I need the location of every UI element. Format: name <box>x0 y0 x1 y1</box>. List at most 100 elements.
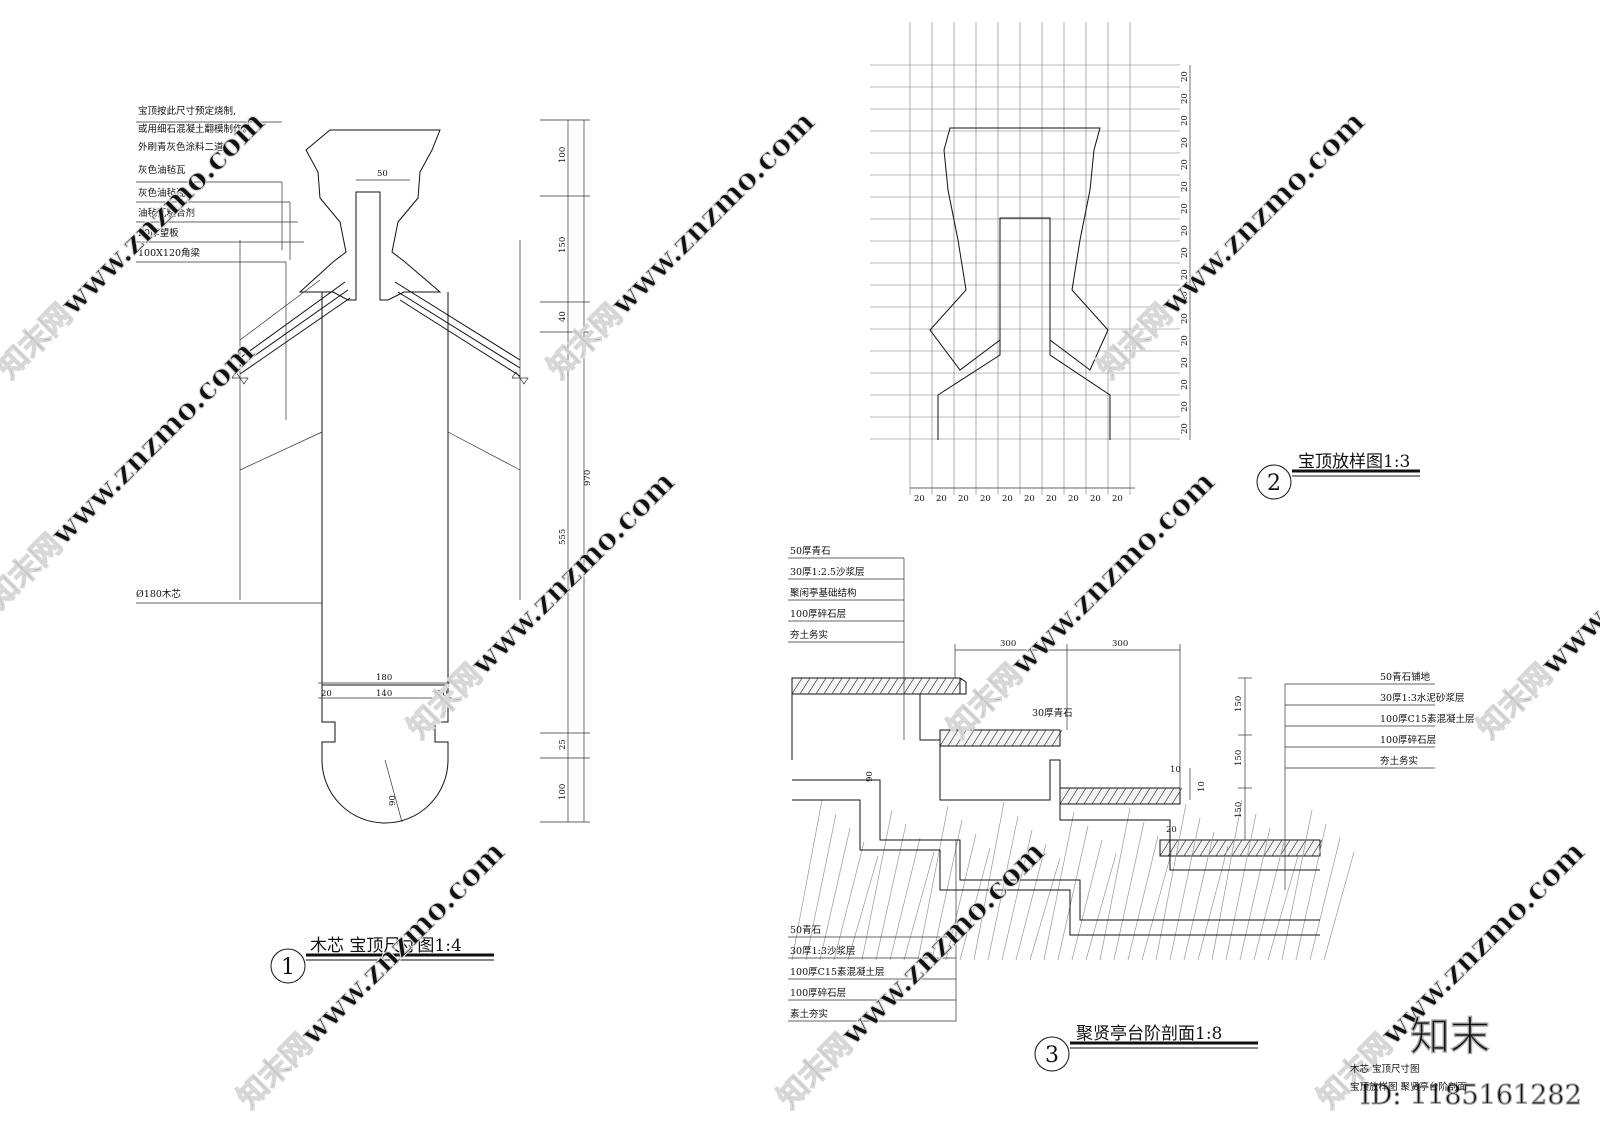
stone-hatch <box>1239 839 1251 857</box>
dim-v6: 100 <box>558 784 568 800</box>
watermark-text-3: 知末网www.znzmo.com <box>1091 104 1372 385</box>
detail-3-step-section: 300 300 150 150 150 10 10 20 90 30厚青石 <box>788 545 1475 1072</box>
soil-hatch <box>1127 835 1159 961</box>
soil-hatch <box>1141 849 1173 961</box>
note-section-right: 50青石铺地 <box>1380 671 1431 683</box>
stone-hatch <box>1231 839 1243 857</box>
note-section-bottom: 100厚碎石层 <box>790 987 846 999</box>
soil-hatch <box>805 813 837 961</box>
dim-10-a: 10 <box>1170 765 1181 775</box>
stone-hatch <box>1163 787 1175 805</box>
note-section-bottom: 100厚C15素混凝土层 <box>790 966 885 978</box>
stone-hatch <box>947 729 959 747</box>
note-board: 20厚望板 <box>138 227 179 239</box>
stone-hatch <box>1019 729 1031 747</box>
soil-hatch <box>1253 841 1285 961</box>
dim-90: 90 <box>865 771 875 782</box>
dim-riser-2: 150 <box>1234 750 1244 766</box>
stone-hatch <box>1159 839 1171 857</box>
stone-hatch <box>871 677 883 695</box>
watermark-text-5: 知末网www.znzmo.com <box>401 464 682 745</box>
stone-hatch <box>1155 787 1167 805</box>
soil-hatch <box>1197 845 1229 961</box>
grid-dim-right: 20 <box>1180 291 1190 302</box>
grid-dim-right: 20 <box>1180 247 1190 258</box>
stone-hatch <box>935 677 947 695</box>
soil-hatch <box>875 823 907 961</box>
grid-dim-right: 20 <box>1180 203 1190 214</box>
stone-hatch <box>1255 839 1267 857</box>
stone-hatch <box>823 677 835 695</box>
soil-hatch <box>1183 831 1215 961</box>
dim-base-mid: 140 <box>376 689 392 699</box>
dim-tread-1: 300 <box>1000 639 1016 649</box>
stone-hatch <box>1011 729 1023 747</box>
soil-hatch <box>1071 839 1103 961</box>
note-section-bottom: 30厚1:3沙浆层 <box>790 945 855 957</box>
grid-dim-right: 20 <box>1180 269 1190 280</box>
stone-hatch <box>963 729 975 747</box>
note-finial-1: 宝顶按此尺寸预定烧制, <box>138 105 236 117</box>
soil-hatch <box>1169 817 1201 961</box>
note-tile-2: 灰色油毡瓦 <box>138 187 186 199</box>
soil-hatch <box>1225 813 1257 961</box>
detail-1-title: 木芯 宝顶尺寸图1:4 <box>310 936 462 956</box>
stone-hatch <box>791 677 803 695</box>
watermark-text-7: 知末网www.znzmo.com <box>1471 464 1600 745</box>
soil-hatch <box>1211 799 1243 961</box>
stone-hatch <box>839 677 851 695</box>
grid-dim-right: 20 <box>1180 115 1190 126</box>
soil-hatch <box>847 855 879 961</box>
dim-riser-1: 150 <box>1234 696 1244 712</box>
soil-hatch <box>1043 811 1075 961</box>
dim-10-b: 10 <box>1197 781 1207 792</box>
stone-hatch <box>1123 787 1135 805</box>
stone-hatch <box>1295 839 1307 857</box>
bottom-note-1: 木芯 宝顶尺寸图 <box>1350 1063 1420 1075</box>
grid-dim-right: 20 <box>1180 335 1190 346</box>
stone-hatch <box>1171 787 1183 805</box>
grid-dim-right: 20 <box>1180 313 1190 324</box>
dim-20: 20 <box>1166 825 1177 835</box>
soil-hatch <box>1085 853 1117 961</box>
stone-hatch <box>1107 787 1119 805</box>
grid-dim-right: 20 <box>1180 379 1190 390</box>
soil-hatch <box>1239 827 1271 961</box>
stone-hatch <box>1199 839 1211 857</box>
stone-hatch <box>1191 839 1203 857</box>
dim-v3: 40 <box>558 311 568 322</box>
stone-hatch <box>1035 729 1047 747</box>
detail-1-number: 1 <box>281 955 295 980</box>
stone-hatch <box>1091 787 1103 805</box>
grid-dim-bottom: 20 <box>958 494 969 504</box>
stone-hatch <box>1099 787 1111 805</box>
note-section-bottom: 50青石 <box>790 924 821 936</box>
stone-hatch <box>807 677 819 695</box>
watermark-text-4: 知末网www.znzmo.com <box>0 334 262 615</box>
grid-dim-bottom: 20 <box>980 494 991 504</box>
dim-total: 970 <box>583 470 593 486</box>
stone-hatch <box>815 677 827 695</box>
note-section-top: 100厚碎石层 <box>790 608 846 620</box>
label-step-stone: 30厚青石 <box>1032 707 1073 719</box>
note-section-top: 夯土务实 <box>790 629 828 641</box>
soil-hatch <box>833 841 865 961</box>
detail-2-title: 宝顶放样图1:3 <box>1298 452 1410 472</box>
soil-hatch <box>1267 855 1299 961</box>
stone-hatch <box>847 677 859 695</box>
grid-dim-bottom: 20 <box>1090 494 1101 504</box>
soil-hatch <box>1015 843 1047 961</box>
soil-hatch <box>973 801 1005 961</box>
stone-hatch <box>1215 839 1227 857</box>
note-section-right: 100厚碎石层 <box>1380 734 1436 746</box>
stone-hatch <box>1075 787 1087 805</box>
stone-hatch <box>799 677 811 695</box>
soil-hatch <box>1309 837 1341 961</box>
grid-dim-bottom: 20 <box>1046 494 1057 504</box>
stone-hatch <box>971 729 983 747</box>
stone-hatch <box>1223 839 1235 857</box>
stone-hatch <box>1003 729 1015 747</box>
watermark-logo: 知末 <box>1410 1014 1490 1060</box>
stone-hatch <box>1175 839 1187 857</box>
